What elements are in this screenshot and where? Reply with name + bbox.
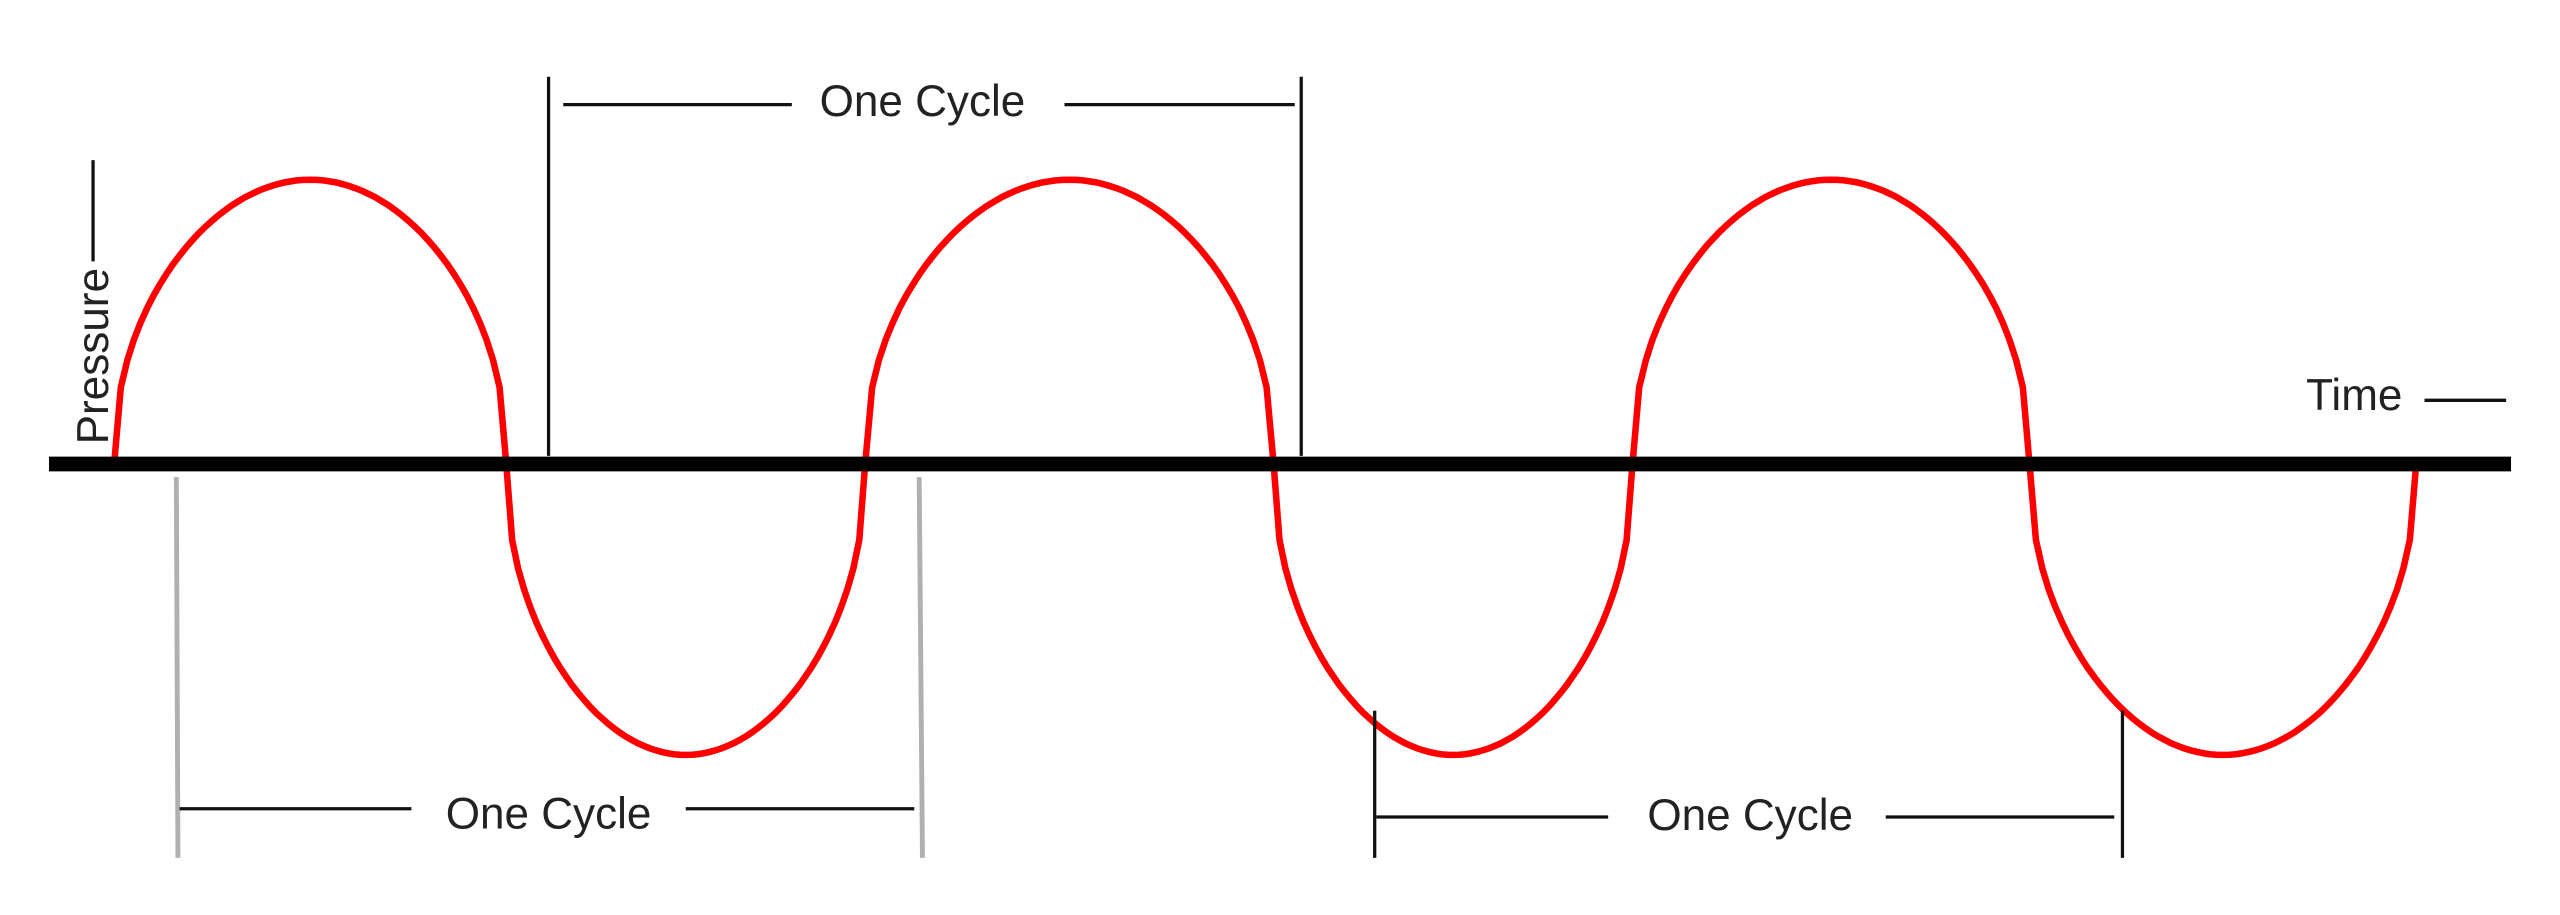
cycle-label-bottom-right: One Cycle — [1647, 791, 1853, 840]
cycle-bracket-bottom-left — [173, 477, 925, 858]
pressure-label: Pressure — [69, 268, 118, 444]
cycle-label-bottom-left: One Cycle — [446, 789, 652, 838]
cycle-label-top: One Cycle — [820, 77, 1026, 126]
cycle-bracket-bottom-right — [1373, 710, 2125, 858]
time-label: Time — [2306, 371, 2402, 420]
cycle-bracket-top — [546, 76, 1303, 456]
